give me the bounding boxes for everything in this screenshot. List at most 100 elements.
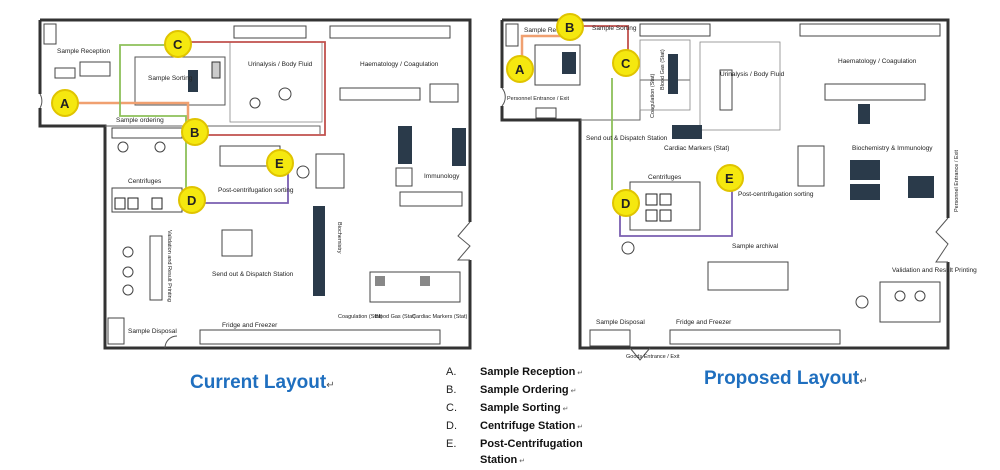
proposed-chair (855, 295, 869, 309)
current-chair (249, 97, 261, 109)
legend-label: Sample Ordering (480, 384, 569, 396)
legend-item-b: B. Sample Ordering ↵ (446, 382, 646, 400)
proposed-label-centrifuges: Centrifuges (648, 174, 682, 181)
legend-label: Sample Sorting (480, 402, 561, 414)
legend-label: Centrifuge Station (480, 420, 576, 432)
proposed-analyzer (562, 52, 576, 74)
proposed-layout-title: Proposed Layout (704, 368, 860, 389)
current-chair (154, 141, 166, 153)
proposed-chair (894, 290, 906, 302)
legend-item-c: C. Sample Sorting ↵ (446, 400, 646, 418)
proposed-path-d-e (619, 190, 733, 237)
current-door (456, 221, 471, 261)
proposed-layout-caption: Proposed Layout↵ (704, 368, 868, 390)
proposed-chair (914, 290, 926, 302)
current-chair (278, 87, 292, 101)
legend-text: Centrifuge Station ↵ (480, 418, 610, 436)
current-chair (122, 284, 134, 296)
current-chair (296, 165, 310, 179)
proposed-fridge-bench (669, 329, 841, 345)
proposed-bench (639, 23, 711, 37)
proposed-label-coagulation-stat: Coagulation (Stat) (650, 74, 656, 118)
current-chair (117, 141, 129, 153)
paragraph-mark: ↵ (517, 458, 526, 465)
proposed-centrifuge-bench (629, 181, 701, 231)
current-path-b-c (190, 41, 326, 136)
proposed-marker-d: D (612, 189, 640, 217)
proposed-archival-bench (707, 261, 789, 291)
current-label-validation: Validation and Result Printing (166, 230, 172, 302)
proposed-analyzer (850, 184, 880, 200)
proposed-label-urinalysis: Urinalysis / Body Fluid (720, 71, 785, 78)
current-analyzer (452, 128, 466, 166)
legend-label: Sample Reception (480, 366, 576, 378)
marker-letter: D (621, 196, 630, 211)
current-urinalysis-area (229, 41, 323, 123)
paragraph-mark: ↵ (326, 380, 335, 391)
marker-letter: C (621, 56, 631, 71)
proposed-label-sample-sorting: Sample Sorting (592, 25, 637, 32)
current-analyzer (188, 70, 198, 92)
proposed-label-sample-archival: Sample archival (732, 243, 779, 250)
proposed-analyzer (850, 160, 880, 180)
current-label-centrifuges: Centrifuges (128, 178, 162, 185)
proposed-analyzer (858, 104, 870, 124)
current-layout-title: Current Layout (190, 372, 327, 393)
current-validation-bench (149, 235, 163, 301)
paragraph-mark: ↵ (560, 406, 569, 413)
current-bench (329, 25, 451, 39)
current-fridge-bench (199, 329, 441, 345)
proposed-path-b-c (582, 25, 629, 52)
proposed-centrifuge (659, 193, 672, 206)
current-bench (79, 61, 111, 77)
current-inner-wall (105, 125, 321, 134)
proposed-label-haematology: Haematology / Coagulation (838, 58, 917, 65)
proposed-label-sample-reception: Sample Reception (524, 27, 577, 34)
current-label-sample-disposal: Sample Disposal (128, 328, 177, 335)
current-outer-wall (38, 18, 472, 350)
current-label-haematology: Haematology / Coagulation (360, 61, 439, 68)
current-label-blood-gas-stat: Blood Gas (Stat) (375, 314, 416, 320)
current-path-d-e (204, 172, 289, 204)
current-chair (122, 246, 134, 258)
proposed-bench (719, 69, 733, 111)
proposed-disposal-bins (589, 329, 631, 347)
proposed-reception-desk (534, 44, 581, 86)
current-centrifuge (127, 197, 139, 210)
proposed-label-personnel-entrance-left: Personnel Entrance / Exit (507, 96, 570, 102)
legend-letter: B. (446, 384, 457, 396)
current-centrifuge (114, 197, 126, 210)
legend-letter: C. (446, 402, 457, 414)
marker-letter: A (60, 96, 70, 111)
proposed-door (501, 87, 506, 107)
current-bench (399, 191, 463, 207)
current-label-send-out: Send out & Dispatch Station (212, 271, 294, 278)
current-bench (233, 25, 307, 39)
legend-text: Sample Sorting ↵ (480, 400, 610, 418)
marker-letter: A (515, 62, 525, 77)
proposed-label-cardiac-markers: Cardiac Markers (Stat) (664, 145, 729, 152)
proposed-bench (535, 107, 557, 119)
paragraph-mark: ↵ (859, 376, 868, 387)
proposed-bench (797, 145, 825, 187)
marker-letter: E (725, 171, 734, 186)
current-label-fridge-freezer: Fridge and Freezer (222, 322, 278, 329)
current-bench (315, 153, 345, 189)
proposed-label-blood-gas-stat: Blood Gas (Stat) (660, 49, 666, 90)
current-analyzer (211, 61, 221, 79)
current-path-a-b (70, 101, 190, 120)
proposed-analyzer (672, 125, 702, 139)
legend-text: Sample Ordering ↵ (480, 382, 610, 400)
current-marker-c: C (164, 30, 192, 58)
proposed-analyzer (908, 176, 934, 198)
paragraph-mark: ↵ (575, 370, 584, 377)
legend-letter: E. (446, 438, 457, 450)
proposed-floor-plan: Sample Reception Sample Sorting Personne… (500, 13, 977, 361)
proposed-centrifuge (645, 209, 658, 222)
current-floor-plan: Sample Reception Sample Sorting Urinalys… (38, 18, 472, 350)
current-bench (395, 167, 413, 187)
current-bench (54, 67, 76, 79)
current-label-cardiac-markers: Cardiac Markers (Stat) (412, 314, 467, 320)
current-analyzer (313, 206, 325, 296)
